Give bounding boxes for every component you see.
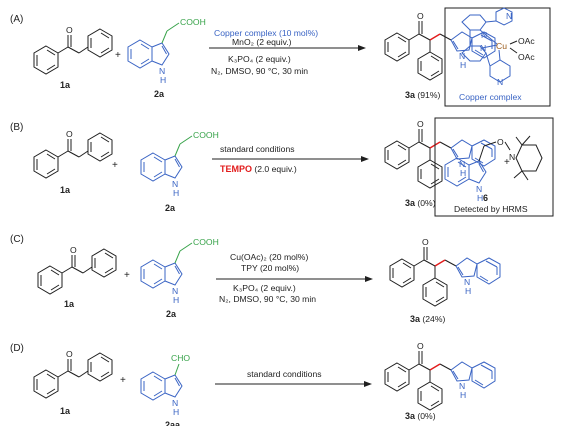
condition-base-a: K₃PO₄ (2 equiv.) — [228, 54, 291, 64]
plus-sign-c: + — [124, 270, 130, 281]
condition-atmosphere-a: N₂, DMSO, 90 °C, 30 min — [211, 66, 308, 76]
product-yield-c: 3a (24%) — [410, 314, 445, 324]
product-yield-b: 3a (0%) — [405, 198, 436, 208]
deoxybenzoin-structure-c — [37, 244, 117, 295]
tempo-adduct-structure: O N — [444, 135, 543, 204]
reaction-arrow-c — [215, 275, 374, 283]
tempo-adduct-box — [434, 117, 554, 217]
condition-additive-b: TEMPO (2.0 equiv.) — [220, 164, 297, 174]
cho-group-label-d: CHO — [171, 353, 190, 363]
ligand-n-atom-1: N — [481, 30, 487, 40]
acetate-ligand-1: OAc — [518, 36, 535, 46]
compound-label-2a-c: 2a — [166, 309, 177, 319]
plus-sign-d: + — [120, 375, 126, 386]
copper-complex-structure: N N N N Cu OAc OAc — [461, 7, 535, 87]
plus-sign-b2: + — [504, 157, 510, 168]
product-3a-structure-c — [389, 236, 501, 307]
condition-catalyst-c: Cu(OAc)₂ (20 mol%) — [230, 252, 308, 262]
tempo-nitrogen-label: N — [509, 152, 515, 162]
reaction-arrow-d — [214, 380, 373, 388]
cooh-group-label-a: COOH — [180, 17, 206, 27]
acetate-ligand-2: OAc — [518, 52, 535, 62]
tempo-oxygen-label: O — [497, 137, 504, 147]
compound-label-2aa-d: 2aa — [165, 420, 181, 426]
condition-base-c: K₃PO₄ (2 equiv.) — [233, 283, 296, 293]
deoxybenzoin-structure-a — [33, 24, 113, 75]
cooh-group-label-c: COOH — [193, 237, 219, 247]
copper-complex-caption: Copper complex — [459, 92, 522, 102]
product-3a-structure-d — [384, 340, 496, 411]
compound-label-2a-b: 2a — [165, 203, 176, 213]
panel-label-b: (B) — [10, 122, 23, 133]
ligand-n-atom-2: N — [480, 43, 486, 53]
condition-catalyst-a: Copper complex (10 mol%) — [214, 28, 318, 38]
condition-standard-d: standard conditions — [247, 369, 322, 379]
panel-label-c: (C) — [10, 234, 24, 245]
product-yield-d: 3a (0%) — [405, 411, 436, 421]
hrms-caption: Detected by HRMS — [454, 204, 528, 214]
reaction-arrow-b — [211, 155, 370, 163]
plus-sign-b: + — [112, 160, 118, 171]
indoleacetic-acid-structure-b: COOH — [140, 130, 219, 199]
deoxybenzoin-structure-d — [33, 348, 113, 399]
condition-atmosphere-c: N₂, DMSO, 90 °C, 30 min — [219, 294, 316, 304]
copper-complex-box — [444, 7, 551, 107]
deoxybenzoin-structure-b — [33, 128, 113, 179]
compound-label-1a-a: 1a — [60, 80, 71, 90]
indoleacetic-acid-structure-a: COOH — [127, 17, 206, 86]
panel-label-a: (A) — [10, 14, 23, 25]
plus-sign-a: + — [115, 50, 121, 61]
copper-atom-label: Cu — [496, 41, 507, 51]
compound-label-1a-d: 1a — [60, 406, 71, 416]
condition-oxidant-a: MnO₂ (2 equiv.) — [232, 37, 292, 47]
product-yield-a: 3a (91%) — [405, 90, 440, 100]
compound-label-2a-a: 2a — [154, 89, 165, 99]
compound-label-6: 6 — [483, 193, 488, 203]
cooh-group-label-b: COOH — [193, 130, 219, 140]
panel-label-d: (D) — [10, 343, 24, 354]
ligand-n-atom-4: N — [497, 77, 503, 87]
ligand-n-atom-3: N — [506, 11, 512, 21]
indoleacetic-acid-structure-c: COOH — [140, 237, 219, 306]
product-3a-structure-b — [384, 118, 496, 189]
condition-ligand-c: TPY (20 mol%) — [241, 263, 299, 273]
indole-carbaldehyde-structure-d: CHO — [140, 353, 190, 418]
compound-label-1a-c: 1a — [64, 299, 75, 309]
compound-label-1a-b: 1a — [60, 185, 71, 195]
condition-standard-b: standard conditions — [220, 144, 295, 154]
